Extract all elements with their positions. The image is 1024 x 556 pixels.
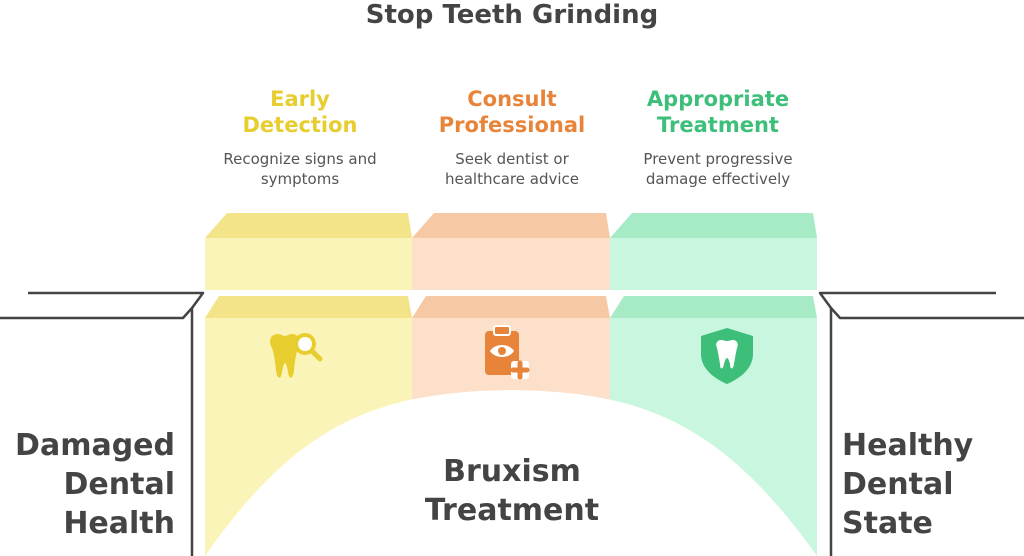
- bridge-label: Bruxism Treatment: [362, 452, 662, 530]
- upper-block-2-face: [412, 238, 610, 290]
- step-2-description-line-1: Seek dentist or: [455, 150, 569, 168]
- step-2-title: Consult Professional: [412, 86, 612, 138]
- upper-block-2-top: [412, 213, 610, 238]
- step-2-description-line-2: healthcare advice: [445, 170, 579, 188]
- step-1-title-line-1: Early: [270, 87, 330, 111]
- upper-block-3-top: [610, 213, 817, 238]
- step-3-description-line-1: Prevent progressive: [643, 150, 793, 168]
- right-state-label: Healthy Dental State: [842, 426, 1022, 543]
- left-state-line-2: Dental: [63, 467, 175, 502]
- step-3-title: Appropriate Treatment: [618, 86, 818, 138]
- right-state-line-1: Healthy: [842, 428, 974, 463]
- step-3-title-line-2: Treatment: [657, 113, 779, 137]
- step-3-description: Prevent progressive damage effectively: [618, 149, 818, 189]
- lower-block-3-top: [610, 296, 817, 318]
- upper-block-3-face: [610, 238, 817, 290]
- bridge-arch: [205, 390, 817, 556]
- tooth-search-icon: [270, 333, 323, 378]
- diagram-title: Stop Teeth Grinding: [365, 0, 659, 30]
- right-state-line-3: State: [842, 506, 933, 541]
- upper-block-1-face: [205, 238, 412, 290]
- clipboard-medical-icon: [485, 325, 530, 380]
- step-2-title-line-2: Professional: [438, 113, 586, 137]
- left-state-label: Damaged Dental Health: [10, 426, 175, 543]
- left-state-line-1: Damaged: [15, 428, 175, 463]
- step-1-description-line-2: symptoms: [260, 170, 340, 188]
- right-cliff: [818, 291, 1024, 556]
- step-3-title-line-1: Appropriate: [646, 87, 790, 111]
- step-3-description-line-2: damage effectively: [645, 170, 791, 188]
- step-1-title: Early Detection: [200, 86, 400, 138]
- bridge-label-line-2: Treatment: [424, 493, 600, 528]
- step-1-description-line-1: Recognize signs and: [223, 150, 377, 168]
- step-2-description: Seek dentist or healthcare advice: [412, 149, 612, 189]
- lower-block-2-top: [412, 296, 610, 318]
- left-state-line-3: Health: [63, 506, 175, 541]
- tooth-shield-icon: [701, 328, 753, 384]
- step-1-title-line-2: Detection: [242, 113, 358, 137]
- bridge-label-line-1: Bruxism: [443, 454, 581, 489]
- step-2-title-line-1: Consult: [467, 87, 557, 111]
- lower-block-1-top: [205, 296, 412, 318]
- right-state-line-2: Dental: [842, 467, 954, 502]
- step-1-description: Recognize signs and symptoms: [200, 149, 400, 189]
- upper-block-1-top: [205, 213, 412, 238]
- left-cliff: [0, 291, 205, 556]
